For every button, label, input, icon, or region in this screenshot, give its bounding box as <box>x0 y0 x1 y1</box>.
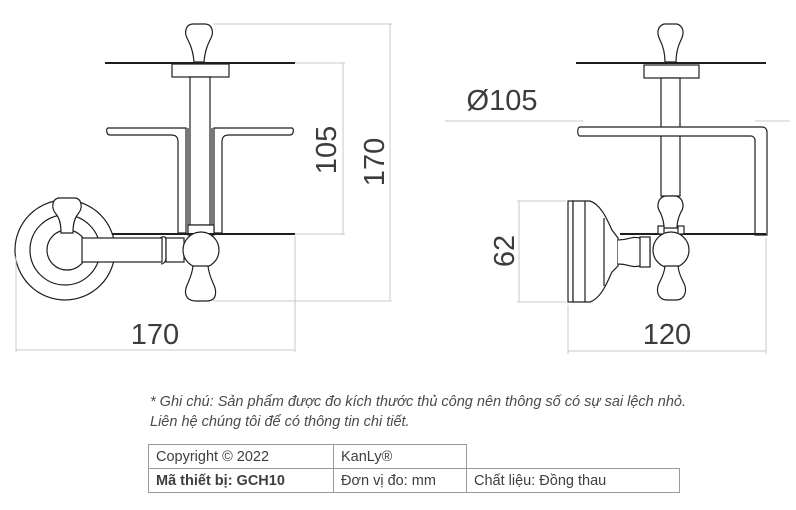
side-flange-dim: 62 <box>489 235 521 267</box>
device-code-cell: Mã thiết bị: GCH10 <box>148 468 334 493</box>
side-depth-dim: 120 <box>643 319 691 351</box>
front-shelf-gap-dim: 105 <box>311 126 343 174</box>
brand-cell: KanLy® <box>333 444 467 469</box>
measurement-note: * Ghi chú: Sản phẩm được đo kích thước t… <box>150 394 686 430</box>
front-width-dim: 170 <box>131 319 179 351</box>
side-diameter-dim: Ø105 <box>467 85 538 117</box>
front-view <box>14 23 295 302</box>
unit-cell: Đơn vị đo: mm <box>333 468 467 493</box>
side-view <box>567 23 768 303</box>
front-dimensions <box>15 23 392 352</box>
table-row: Mã thiết bị: GCH10 Đơn vị đo: mm Chất li… <box>148 468 680 493</box>
empty-cell <box>466 444 680 469</box>
copyright-cell: Copyright © 2022 <box>148 444 334 469</box>
front-height-dim: 170 <box>359 138 391 186</box>
material-cell: Chất liệu: Đồng thau <box>466 468 680 493</box>
technical-drawing: 170 105 170 <box>14 23 790 354</box>
spec-table: Copyright © 2022 KanLy® Mã thiết bị: GCH… <box>148 444 680 493</box>
table-row: Copyright © 2022 KanLy® <box>148 444 680 469</box>
side-dimensions <box>445 120 790 354</box>
